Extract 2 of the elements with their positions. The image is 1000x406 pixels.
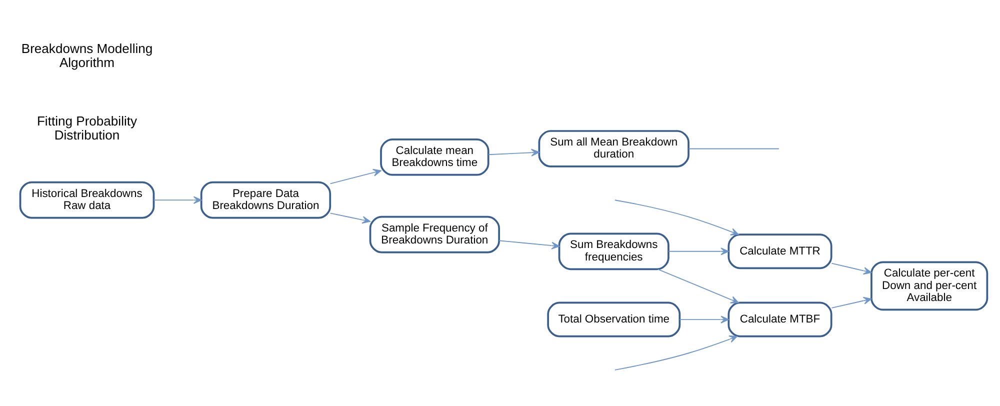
label: Fitting Probability Distribution [36, 113, 138, 142]
label: Breakdowns Modelling Algorithm [21, 40, 153, 70]
